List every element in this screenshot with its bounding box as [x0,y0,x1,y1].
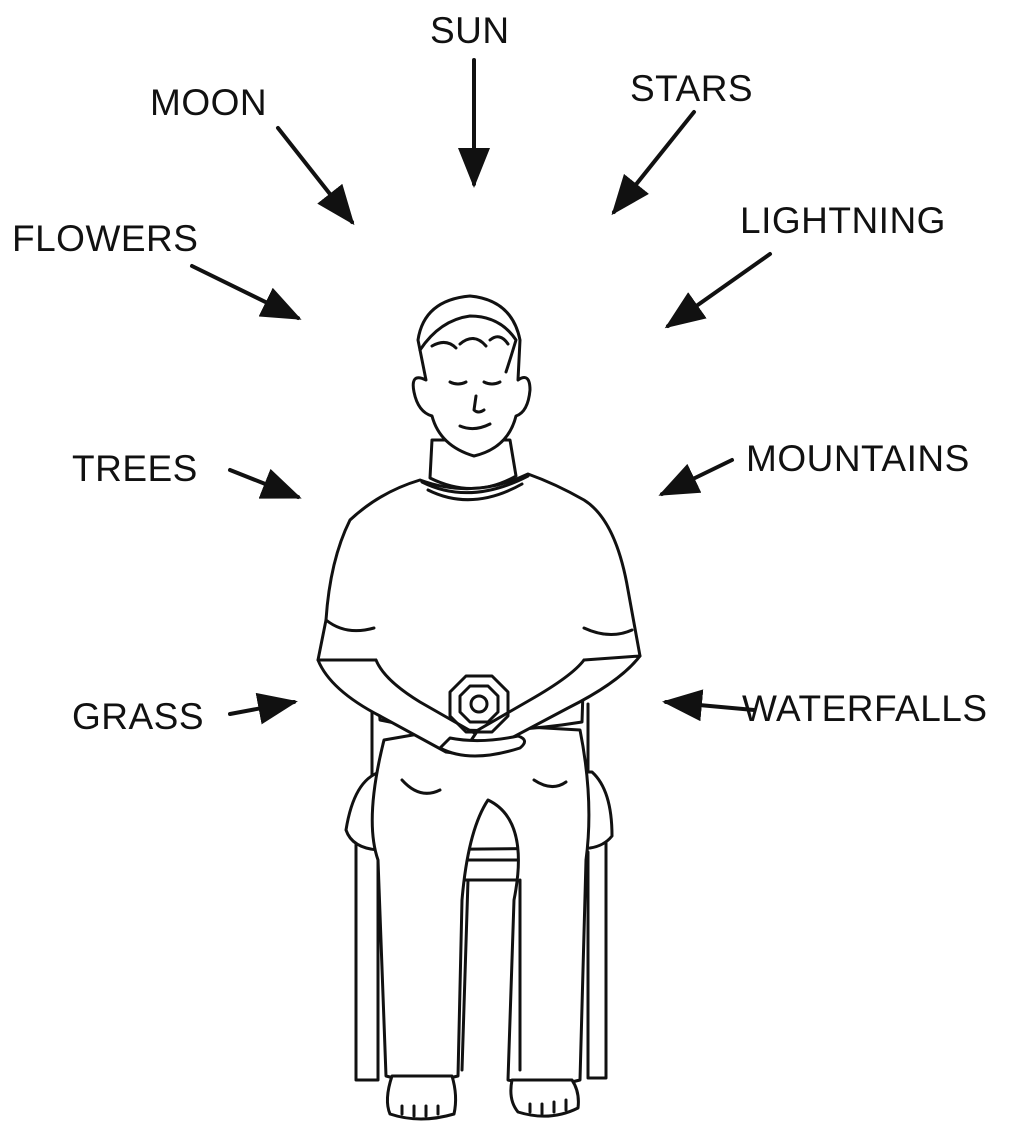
moon-arrow [278,128,352,222]
label-grass: GRASS [72,698,204,735]
legs [372,724,589,1085]
waterfalls-arrow [666,702,754,710]
label-sun: SUN [430,12,510,49]
stars-arrow [614,112,694,212]
label-mountains: MOUNTAINS [746,440,970,477]
head [413,296,530,456]
trees-arrow [230,470,298,497]
label-lightning: LIGHTNING [740,202,946,239]
flowers-arrow [192,266,298,318]
lightning-arrow [668,254,770,326]
feet [387,1076,578,1119]
label-trees: TREES [72,450,198,487]
meditating-person [318,296,640,1119]
label-moon: MOON [150,84,267,121]
mountains-arrow [662,460,732,494]
label-flowers: FLOWERS [12,220,198,257]
label-waterfalls: WATERFALLS [742,690,988,727]
grass-arrow [230,702,294,714]
label-stars: STARS [630,70,753,107]
